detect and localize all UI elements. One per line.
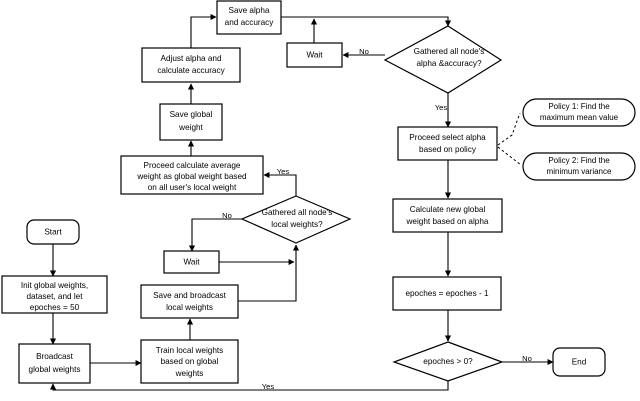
- node-gathered-alpha-decision[interactable]: Gathered all node's alpha &accuracy?: [383, 25, 503, 94]
- node-save-global-weight-line2: weight: [178, 123, 203, 132]
- node-end-label: End: [572, 358, 587, 367]
- node-policy2-line1: Policy 2: Find the: [548, 156, 610, 165]
- node-policy2-callout: Policy 2: Find the minimum variance: [522, 152, 636, 181]
- edge-label-gatheredlocal-yes: Yes: [277, 167, 290, 176]
- node-calc-new-global-line1: Calculate new global: [410, 205, 486, 214]
- node-epoches-check-decision[interactable]: epoches > 0?: [392, 341, 504, 382]
- edge-gatheredlocal-yes-to-proceedavg: [263, 171, 297, 196]
- node-policy1-line2: maximum mean value: [540, 113, 619, 122]
- node-wait-local-label: Wait: [183, 258, 200, 267]
- node-wait-alpha[interactable]: Wait: [286, 42, 343, 68]
- node-save-global-weight-line1: Save global: [170, 110, 213, 119]
- node-wait-alpha-label: Wait: [306, 51, 323, 60]
- node-save-alpha-line2: and accuracy: [225, 18, 275, 27]
- node-train-local-line1: Train local weights: [156, 346, 224, 355]
- node-save-broadcast-local[interactable]: Save and broadcast local weights: [140, 284, 239, 319]
- node-wait-local[interactable]: Wait: [163, 250, 220, 274]
- edge-label-epoches-yes: Yes: [262, 382, 275, 391]
- node-calc-new-global-line2: weight based on alpha: [406, 217, 489, 226]
- edge-adjustalpha-to-savealpha: [190, 13, 217, 48]
- node-save-alpha-line1: Save alpha: [229, 6, 270, 15]
- node-adjust-alpha-line2: calculate accuracy: [157, 66, 225, 75]
- edge-savebroadcast-to-gatheredlocal: [238, 244, 300, 302]
- node-epoches-decrement[interactable]: epoches = epoches - 1: [392, 276, 502, 311]
- node-save-global-weight[interactable]: Save global weight: [159, 103, 223, 141]
- edge-label-gatheredlocal-no: No: [222, 211, 232, 220]
- node-train-local-line2: based on global: [161, 357, 219, 366]
- node-start[interactable]: Start: [26, 219, 80, 245]
- node-epoches-decrement-label: epoches = epoches - 1: [405, 289, 489, 298]
- node-select-alpha-line2: based on policy: [419, 145, 477, 154]
- node-epoches-check-label: epoches > 0?: [423, 357, 473, 366]
- edge-selectalpha-to-policy2: [497, 146, 522, 166]
- node-gathered-alpha-line1: Gathered all node's: [414, 47, 485, 56]
- node-policy1-line1: Policy 1: Find the: [548, 102, 610, 111]
- node-init-line3: epoches = 50: [30, 303, 80, 312]
- connectors: [49, 13, 554, 391]
- node-proceed-average-line2: weight as global weight based: [136, 172, 247, 181]
- edge-labels: No Yes No Yes No Yes: [222, 47, 532, 391]
- edge-epoches-yes-to-broadcast: [49, 380, 449, 391]
- node-broadcast-global-line2: global weights: [29, 365, 81, 374]
- node-init[interactable]: Init global weights, dataset, and let ep…: [1, 275, 108, 314]
- node-proceed-average-line1: Proceed calculate average: [144, 161, 241, 170]
- node-calc-new-global[interactable]: Calculate new global weight based on alp…: [392, 198, 503, 233]
- node-init-line2: dataset, and let: [27, 292, 84, 301]
- node-train-local-line3: weights: [175, 369, 204, 378]
- edge-gatheredlocal-no-to-wait: [188, 218, 242, 252]
- node-broadcast-global[interactable]: Broadcast global weights: [18, 343, 91, 384]
- node-adjust-alpha[interactable]: Adjust alpha and calculate accuracy: [141, 47, 241, 83]
- node-select-alpha[interactable]: Proceed select alpha based on policy: [397, 126, 498, 161]
- node-train-local[interactable]: Train local weights based on global weig…: [140, 339, 239, 384]
- node-gathered-local-decision[interactable]: Gathered all node's local weights?: [240, 195, 352, 244]
- node-save-broadcast-local-line1: Save and broadcast: [153, 291, 227, 300]
- node-select-alpha-line1: Proceed select alpha: [409, 133, 486, 142]
- node-gathered-local-line1: Gathered all node's: [262, 208, 333, 217]
- edge-selectalpha-to-policy1: [497, 112, 521, 146]
- node-policy2-line2: minimum variance: [547, 167, 612, 176]
- edge-label-gatheredalpha-yes: Yes: [435, 103, 448, 112]
- edge-label-gatheredalpha-no: No: [359, 47, 369, 56]
- node-init-line1: Init global weights,: [21, 281, 88, 290]
- edge-label-epoches-no: No: [522, 354, 532, 363]
- node-end[interactable]: End: [552, 347, 606, 377]
- node-gathered-alpha-line2: alpha &accuracy?: [416, 59, 482, 68]
- node-save-alpha[interactable]: Save alpha and accuracy: [216, 0, 282, 35]
- node-policy1-callout: Policy 1: Find the maximum mean value: [522, 98, 636, 127]
- node-gathered-local-line2: local weights?: [271, 220, 323, 229]
- node-adjust-alpha-line1: Adjust alpha and: [161, 54, 222, 63]
- node-start-label: Start: [44, 228, 62, 237]
- node-proceed-average-line3: on all user's local weight: [148, 183, 237, 192]
- node-broadcast-global-line1: Broadcast: [36, 352, 74, 361]
- node-proceed-average[interactable]: Proceed calculate average weight as glob…: [120, 155, 264, 195]
- edge-savealpha-to-gatheredalpha: [281, 16, 452, 27]
- node-save-broadcast-local-line2: local weights: [166, 303, 213, 312]
